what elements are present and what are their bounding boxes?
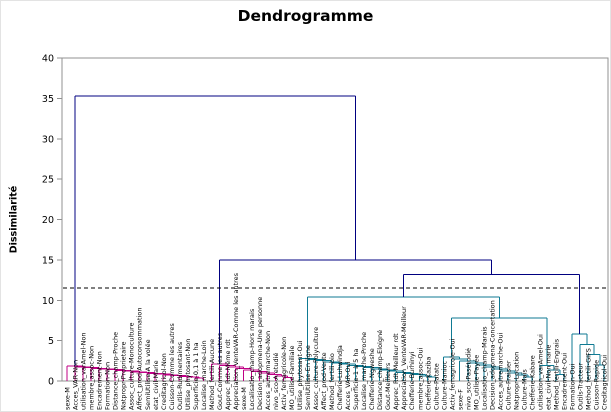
leaf-label: Chefferie-Burhinyi xyxy=(408,351,416,410)
y-tick-label: 20 xyxy=(42,215,54,226)
leaf-label: Acces_autremarche-Non xyxy=(264,331,272,410)
leaf-label: SemiUtilise-En ligne xyxy=(304,345,312,410)
leaf-label: Affect_prod-Vente xyxy=(320,352,328,410)
leaf-label: Gout-Meilleurs xyxy=(384,362,392,410)
leaf-label: Outils-Tracteur xyxy=(577,363,585,410)
leaf-label: Chefferie-Ngweshe xyxy=(368,348,376,410)
leaf-label: Apprec_Rdt-Même rdt xyxy=(224,339,232,410)
leaf-label: utilisation_varAmel-Oui xyxy=(536,334,544,410)
leaf-label: membre_assoc-Oui xyxy=(416,347,424,410)
leaf-label: Method_fertili-Engrais xyxy=(553,338,561,410)
leaf-label: Gout-Comme les autres xyxy=(216,332,224,410)
leaf-label: Localisatio_champ-Marais xyxy=(480,326,488,410)
y-tick-label: 25 xyxy=(42,175,54,186)
leaf-label: etat_civil-Non marie xyxy=(545,345,553,410)
leaf-label: Assoc_culture-Polyculture xyxy=(312,327,320,410)
leaf-label: Natpropr-Location xyxy=(512,352,520,410)
leaf-label: Localise_marche-Loin xyxy=(200,340,208,410)
leaf-label: Appreciation_VenteVAR-Comme les autres xyxy=(232,272,240,410)
y-tick-label: 5 xyxy=(48,336,54,347)
leaf-label: Encadrement-Non xyxy=(96,351,104,410)
leaf-label: Superficie-0,1 à 1 ha xyxy=(192,342,200,410)
leaf-label: Superficie-1 à 5 ha xyxy=(352,349,360,410)
leaf-label: Localise_marche-Proche xyxy=(360,332,368,410)
y-tick-label: 40 xyxy=(42,54,54,65)
leaf-label: Appreciation_VenteVAR-Meilleur xyxy=(400,306,408,410)
leaf-label: Natpropr-Proprietaire xyxy=(120,341,128,410)
leaf-label: Acces_VAR-Oui xyxy=(344,361,352,410)
leaf-label: sexe-M xyxy=(64,387,72,410)
leaf-label: etat_civil-Marie xyxy=(152,360,160,410)
leaf-label: membre_assoc-Non xyxy=(88,346,96,410)
leaf-label: Apprec_Rdt-Meilleur rdt xyxy=(392,333,400,410)
leaf-label: Distance_champ-Eloigné xyxy=(376,330,384,410)
leaf-label: Method_fertili-Aucune xyxy=(208,339,216,410)
leaf-label: Chefferie-Luhwindja xyxy=(336,345,344,410)
leaf-label: Decision_adopmena-Une personne xyxy=(256,297,264,410)
leaf-label: sexe-M xyxy=(240,387,248,410)
leaf-label: Chefferie-Kaziba xyxy=(424,357,432,410)
leaf-label: Utilise_phytosant-Oui xyxy=(296,340,304,410)
leaf-label: Acces_autremarche-Oui xyxy=(496,332,504,410)
leaf-label: Formation-Non xyxy=(104,362,112,410)
leaf-label: Culture-Maïs xyxy=(520,369,528,410)
leaf-label: nivo_sco-Pasétudié xyxy=(464,348,472,410)
leaf-label: Method_fertili-GIFS xyxy=(585,348,593,410)
leaf-label: Acces_VAR-Non xyxy=(72,360,80,410)
leaf-label: SemiUtilise-A la volée xyxy=(144,339,152,410)
leaf-label: nivo_sco-A etudié xyxy=(272,353,280,410)
leaf-label: Chefferie-Kabare xyxy=(528,355,536,410)
leaf-label: Distance_champ-Proche xyxy=(112,332,120,410)
y-tick-label: 35 xyxy=(42,94,54,105)
leaf-label: Activ_femagricole-Non xyxy=(280,337,288,410)
leaf-label: Activ_femagricole-Oui xyxy=(448,338,456,410)
leaf-label: Cuisson-Rapide xyxy=(593,360,601,410)
leaf-label: Localisatio_champ-Hors marais xyxy=(248,308,256,410)
leaf-label: MO_utilise-Familiale xyxy=(288,346,296,410)
chart-title: Dendrogramme xyxy=(237,7,374,25)
leaf-label: Outils-Rudimentaires xyxy=(176,341,184,410)
leaf-label: Culture-Fraisier xyxy=(504,360,512,410)
leaf-label: Affect_prod-Autoconsommation xyxy=(136,308,144,410)
y-tick-label: 0 xyxy=(48,377,54,388)
y-tick-label: 30 xyxy=(42,134,54,145)
leaf-label: Cuisson-Comme les autres xyxy=(168,323,176,410)
leaf-label: MO_utilise-Payée xyxy=(472,355,480,410)
leaf-label: Utilise_phytosant-Non xyxy=(184,339,192,410)
leaf-label: Encadrement-Oui xyxy=(561,353,569,410)
leaf-label: Decision_adopmena-Concertation xyxy=(488,300,496,410)
leaf-label: Assoc_culture-Monoculture xyxy=(128,323,136,410)
y-tick-label: 10 xyxy=(42,296,54,307)
leaf-label: utilisation_varAmel-Non xyxy=(80,332,88,410)
leaf-label: Method_fertili-bio xyxy=(328,353,336,410)
plot-frame xyxy=(61,57,609,382)
leaf-label: Creditagricol-Oui xyxy=(601,355,609,410)
leaf-label: Creditagricol-Non xyxy=(160,353,168,410)
leaf-label: Formation-Oui xyxy=(569,363,577,410)
leaf-label: Culture-Patate xyxy=(432,363,440,410)
leaf-label: Culture-Manioc xyxy=(440,361,448,411)
leaf-label: sexe-F xyxy=(456,389,464,410)
y-tick-label: 15 xyxy=(42,255,54,266)
